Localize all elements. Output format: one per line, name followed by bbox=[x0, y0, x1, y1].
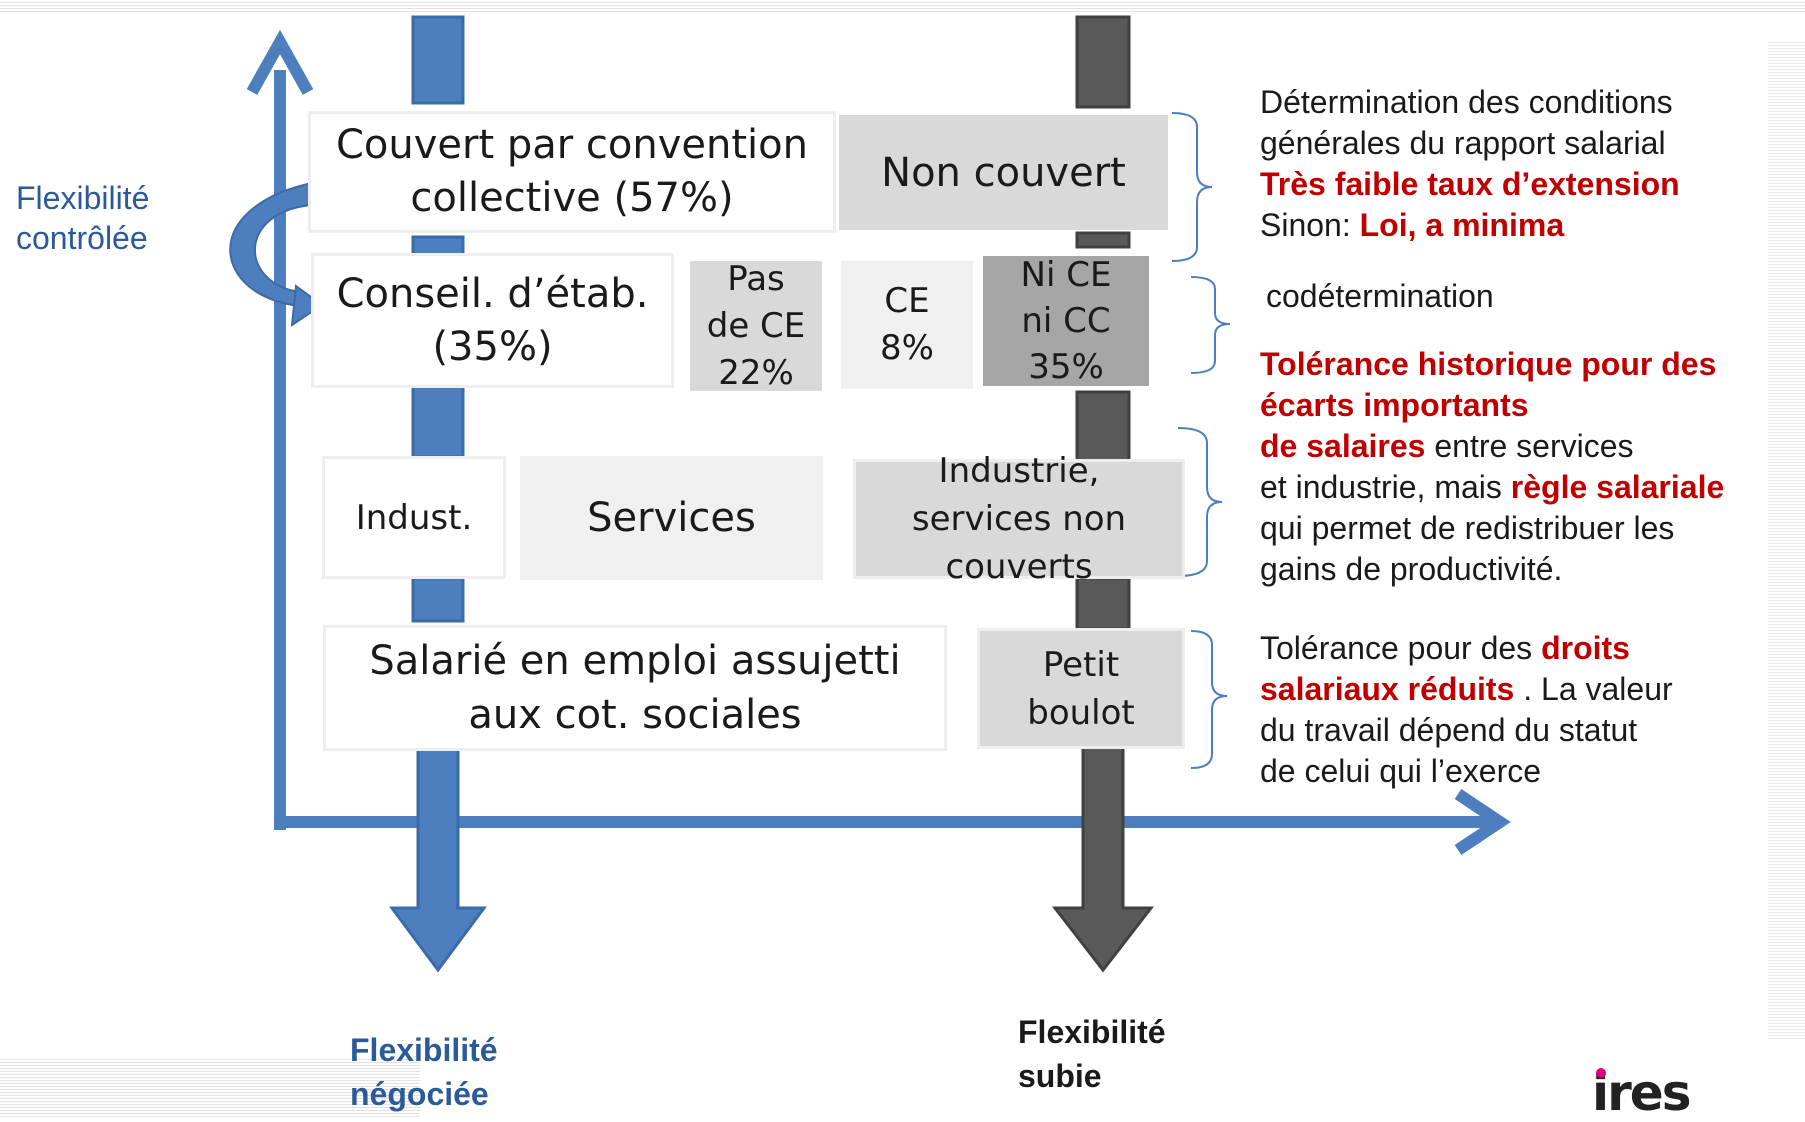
note-fragment-emphasis: droits bbox=[1541, 630, 1630, 666]
note-fragment: Tolérance pour des bbox=[1260, 630, 1542, 666]
label-line: Flexibilité bbox=[16, 180, 150, 216]
note-fragment-emphasis: règle salariale bbox=[1510, 469, 1725, 505]
logo-dot bbox=[1596, 1068, 1606, 1078]
ires-logo: ires bbox=[1592, 1064, 1691, 1122]
label-line: contrôlée bbox=[16, 220, 148, 256]
note-fragment: et industrie, mais bbox=[1260, 469, 1511, 505]
note-line: et industrie, mais règle salariale bbox=[1260, 467, 1724, 508]
label-line: subie bbox=[1018, 1058, 1102, 1094]
label-line: Flexibilité bbox=[350, 1032, 498, 1068]
label-line: négociée bbox=[350, 1076, 489, 1112]
background-lines-right bbox=[1768, 40, 1805, 1040]
note-line: écarts importants bbox=[1260, 387, 1529, 423]
box-works-council: Conseil. d’étab. (35%) bbox=[311, 253, 674, 388]
note-codetermination: codétermination bbox=[1266, 276, 1494, 317]
note-line: du travail dépend du statut bbox=[1260, 712, 1638, 748]
note-line: générales du rapport salarial bbox=[1260, 125, 1666, 161]
note-general-conditions: Détermination des conditions générales d… bbox=[1260, 82, 1680, 246]
note-line: codétermination bbox=[1266, 278, 1494, 314]
note-fragment-emphasis: Loi, a minima bbox=[1359, 207, 1565, 243]
background-lines-top bbox=[0, 0, 1805, 14]
note-fragment-emphasis: salariaux réduits bbox=[1260, 671, 1515, 707]
box-no-council-no-agreement: Ni CE ni CC 35% bbox=[983, 255, 1149, 387]
note-line: de celui qui l’exerce bbox=[1260, 753, 1542, 789]
box-convention-coverage: Couvert par convention collective (57%) bbox=[308, 111, 836, 233]
curved-arrow bbox=[229, 181, 324, 328]
box-industry: Indust. bbox=[322, 456, 506, 579]
note-fragment: . La valeur bbox=[1514, 671, 1673, 707]
note-wage-gaps: Tolérance historique pour des écarts imp… bbox=[1260, 344, 1724, 590]
note-fragment: entre services bbox=[1425, 428, 1634, 464]
horizontal-axis-arrow bbox=[278, 789, 1511, 855]
vertical-axis-arrow bbox=[246, 29, 314, 830]
box-small-job: Petit boulot bbox=[977, 628, 1185, 749]
box-works-council-share: CE 8% bbox=[841, 261, 973, 389]
negotiated-flex-arrow bbox=[389, 15, 487, 973]
box-no-works-council: Pas de CE 22% bbox=[690, 259, 822, 393]
note-line: qui permet de redistribuer les bbox=[1260, 510, 1675, 546]
subjected-flexibility-label: Flexibilité subie bbox=[1018, 1010, 1166, 1098]
note-line: Très faible taux d’extension bbox=[1260, 166, 1680, 202]
note-fragment-emphasis: de salaires bbox=[1260, 428, 1426, 464]
note-fragment: Sinon: bbox=[1260, 207, 1360, 243]
note-line: Sinon: Loi, a minima bbox=[1260, 205, 1680, 246]
note-reduced-rights: Tolérance pour des droits salariaux rédu… bbox=[1260, 628, 1673, 792]
braces bbox=[1171, 112, 1231, 769]
label-line: Flexibilité bbox=[1018, 1014, 1166, 1050]
subjected-flex-arrow bbox=[1051, 15, 1155, 973]
box-services: Services bbox=[520, 456, 823, 580]
controlled-flexibility-label: Flexibilité contrôlée bbox=[16, 178, 149, 258]
note-line: Détermination des conditions bbox=[1260, 84, 1673, 120]
box-salaried-employment: Salarié en emploi assujetti aux cot. soc… bbox=[323, 625, 947, 751]
note-line: Tolérance pour des droits bbox=[1260, 628, 1673, 669]
box-not-covered: Non couvert bbox=[839, 115, 1168, 230]
background-lines-bottom bbox=[0, 1057, 420, 1117]
box-uncovered-industry-services: Industrie, services non couverts bbox=[853, 451, 1185, 587]
note-line: gains de productivité. bbox=[1260, 551, 1563, 587]
note-line: de salaires entre services bbox=[1260, 426, 1724, 467]
note-line: Tolérance historique pour des bbox=[1260, 346, 1717, 382]
note-line: salariaux réduits . La valeur bbox=[1260, 669, 1673, 710]
negotiated-flexibility-label: Flexibilité négociée bbox=[350, 1028, 498, 1116]
